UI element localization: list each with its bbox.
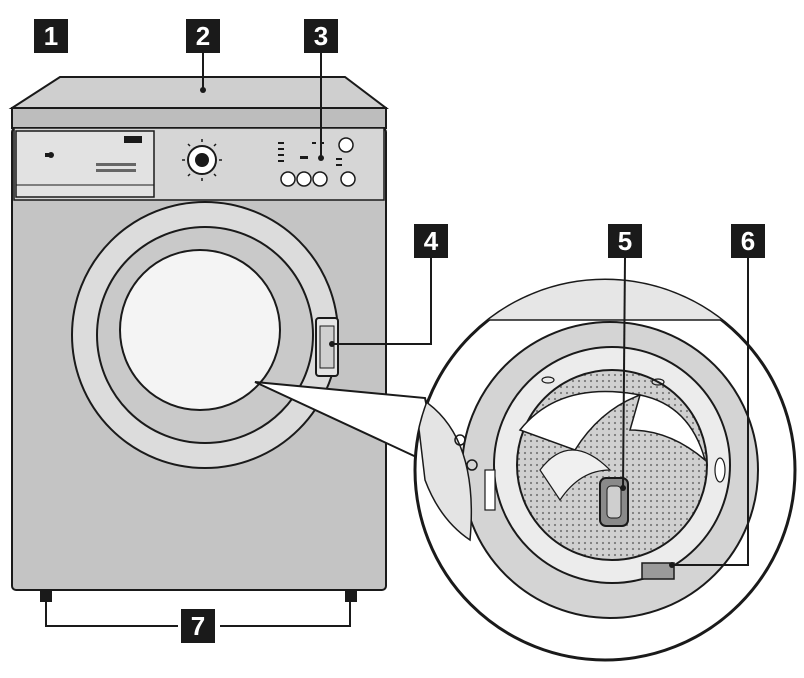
foot-left (40, 590, 52, 602)
callout-7: 7 (181, 609, 215, 643)
option-buttons (280, 137, 356, 187)
callout-2: 2 (186, 19, 220, 53)
callout-4: 4 (414, 224, 448, 258)
callout-3: 3 (304, 19, 338, 53)
rating-plate (641, 562, 675, 580)
foot-right (345, 590, 357, 602)
leader-lines (45, 53, 749, 627)
drawer-logo-mark (124, 136, 142, 143)
door-glass (119, 249, 281, 411)
callout-6: 6 (731, 224, 765, 258)
worktop (8, 76, 389, 109)
callout-1: 1 (34, 19, 68, 53)
callout-5: 5 (608, 224, 642, 258)
worktop-edge (11, 107, 387, 129)
